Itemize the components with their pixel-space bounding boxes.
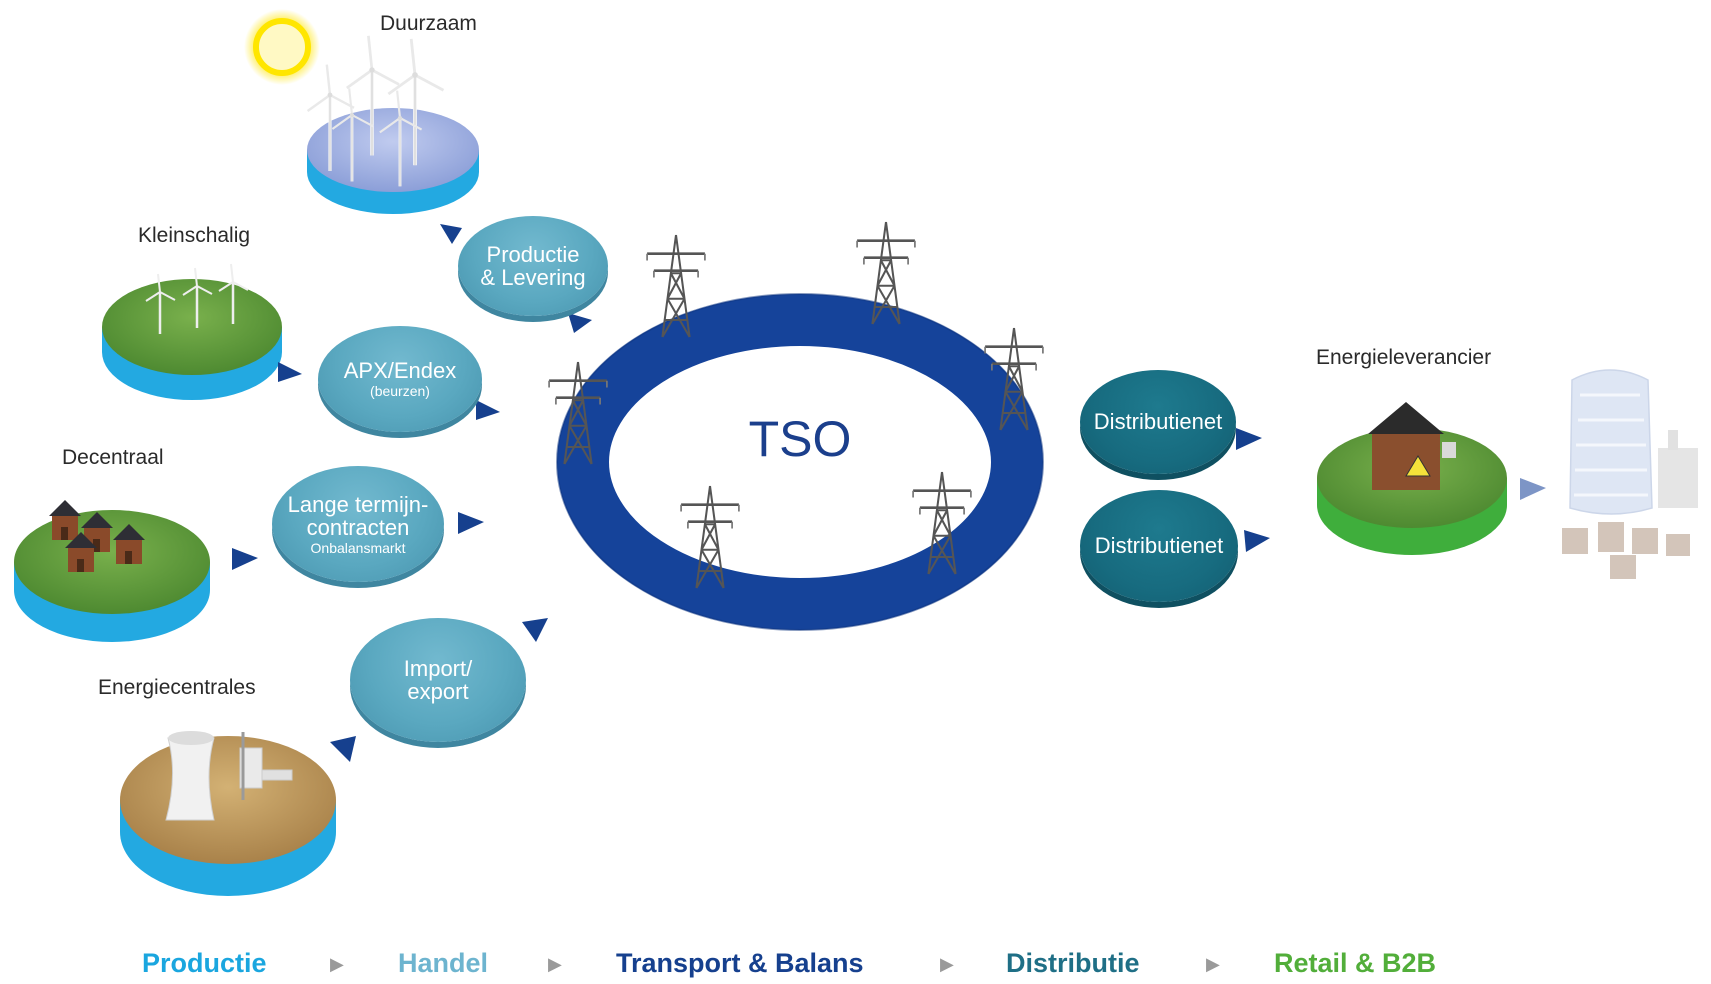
bubble-text: Distributienet bbox=[1094, 533, 1224, 559]
arrow-icon bbox=[1236, 428, 1262, 450]
legend-handel: Handel bbox=[398, 948, 489, 978]
tso-ring bbox=[557, 294, 1043, 630]
legend-separator: ▶ bbox=[1206, 954, 1220, 974]
legend-separator: ▶ bbox=[548, 954, 562, 974]
decentraal-island bbox=[14, 500, 210, 642]
bubble-subtext: Onbalansmarkt bbox=[310, 539, 406, 556]
label-duurzaam: Duurzaam bbox=[380, 12, 477, 35]
bubble-distributienet-2: Distributienet bbox=[1080, 490, 1238, 602]
label-kleinschalig: Kleinschalig bbox=[138, 224, 251, 247]
bubble-text: Distributienet bbox=[1093, 409, 1223, 435]
city-illustration bbox=[1562, 369, 1698, 579]
tso-label: TSO bbox=[748, 411, 852, 467]
legend-retail-b2b: Retail & B2B bbox=[1274, 948, 1437, 978]
legend-separator: ▶ bbox=[940, 954, 954, 974]
bubble-text: Lange termijn- bbox=[287, 491, 429, 517]
bubble-distributienet-1: Distributienet bbox=[1080, 370, 1236, 474]
energiecentrales-island bbox=[120, 731, 336, 896]
label-energiecentrales: Energiecentrales bbox=[98, 676, 256, 699]
arrow-icon bbox=[568, 313, 592, 333]
label-decentraal: Decentraal bbox=[62, 446, 164, 469]
arrow-icon bbox=[330, 736, 356, 762]
bubble-text: APX/Endex bbox=[343, 358, 457, 384]
arrow-icon bbox=[278, 362, 302, 382]
bubble-import-export: Import/ export bbox=[350, 618, 526, 742]
bubble-lange-termijn: Lange termijn- contracten Onbalansmarkt bbox=[272, 466, 444, 582]
arrow-icon bbox=[476, 400, 500, 420]
duurzaam-island bbox=[306, 33, 479, 214]
bubble-apx-endex: APX/Endex (beurzen) bbox=[318, 326, 482, 432]
flow-arrows bbox=[232, 224, 1546, 762]
legend-distributie: Distributie bbox=[1006, 948, 1140, 978]
tso-center: TSO bbox=[700, 410, 900, 480]
arrow-icon bbox=[458, 512, 484, 534]
label-energieleverancier: Energieleverancier bbox=[1316, 346, 1492, 369]
arrow-icon bbox=[440, 224, 462, 244]
arrow-icon bbox=[1520, 478, 1546, 500]
energieleverancier-island bbox=[1317, 402, 1507, 555]
legend-productie: Productie bbox=[142, 948, 267, 978]
bubble-text: export bbox=[407, 679, 469, 704]
bubble-subtext: (beurzen) bbox=[370, 383, 430, 400]
bubble-text: Productie bbox=[486, 241, 580, 267]
kleinschalig-island bbox=[102, 262, 282, 400]
bubble-text: Import/ bbox=[403, 655, 473, 681]
bubble-productie-levering: Productie & Levering bbox=[458, 216, 608, 316]
arrow-icon bbox=[232, 548, 258, 570]
bubble-text: contracten bbox=[306, 514, 410, 540]
bubble-text: & Levering bbox=[480, 265, 586, 290]
legend-separator: ▶ bbox=[330, 954, 344, 974]
arrow-icon bbox=[522, 618, 548, 642]
legend-transport-balans: Transport & Balans bbox=[616, 948, 864, 978]
arrow-icon bbox=[1244, 530, 1270, 552]
